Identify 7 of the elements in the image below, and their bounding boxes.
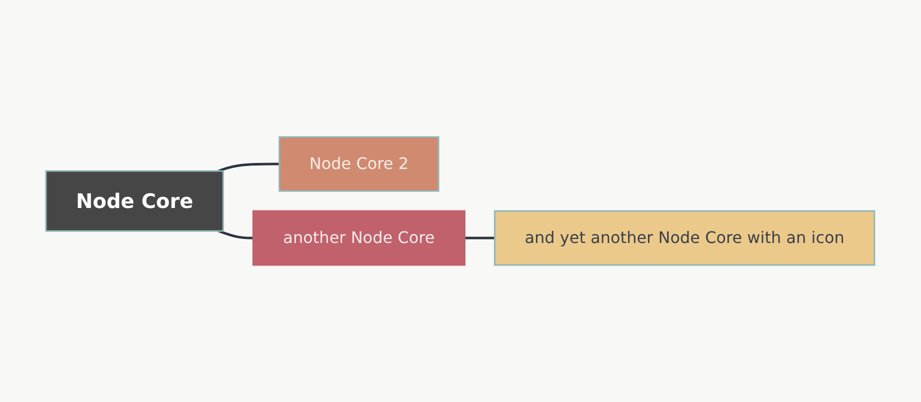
node-box: Node Core <box>46 170 224 232</box>
connector <box>218 162 280 172</box>
connector <box>218 230 254 240</box>
connector <box>464 236 495 240</box>
node-box: and yet another Node Core with an icon <box>494 210 876 266</box>
node-box: another Node Core <box>252 210 466 266</box>
node-box: Node Core 2 <box>278 136 440 192</box>
